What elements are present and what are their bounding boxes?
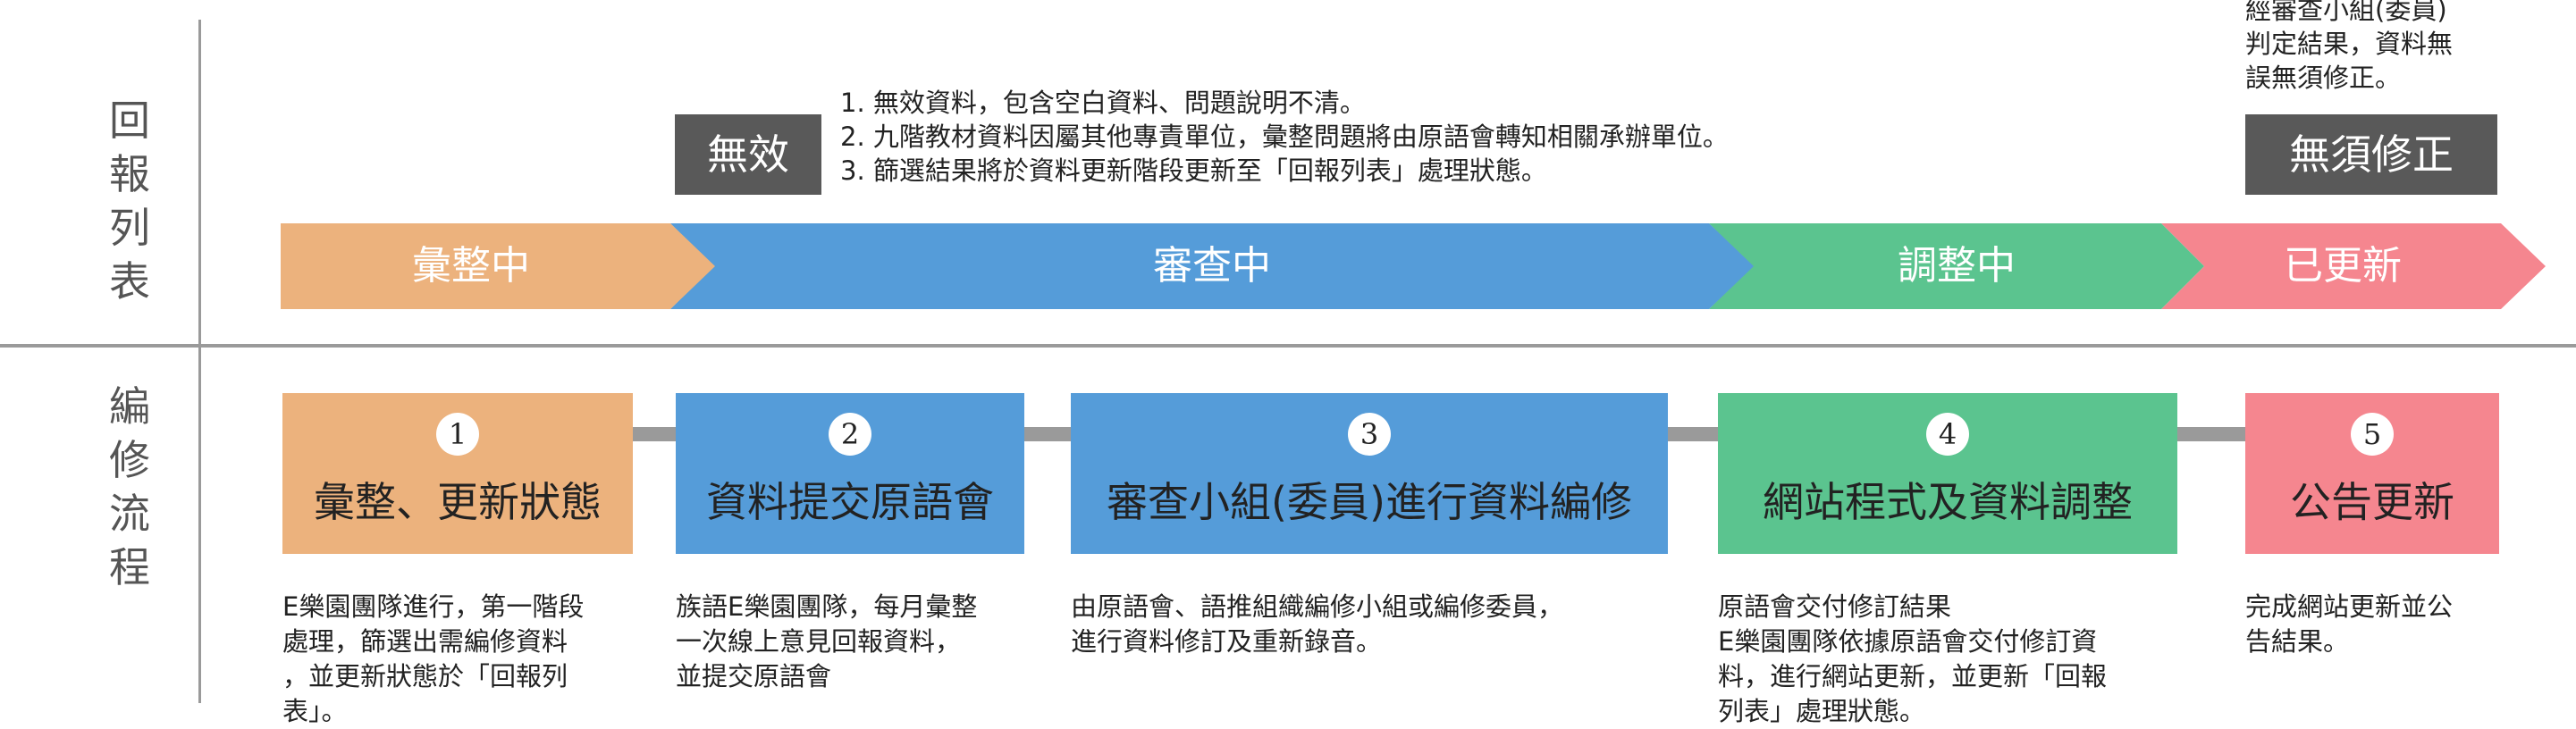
step-title: 網站程式及資料調整 [1763, 478, 2133, 526]
row-label-char: 回 [109, 96, 150, 145]
stage-label-adjusting: 調整中 [1898, 243, 2016, 289]
no-revision-notes: 經審查小組(委員) 判定結果，資料無 誤無須修正。 [2245, 0, 2453, 95]
desc-line: 列表」處理狀態。 [1718, 696, 1926, 726]
stage-arrow-shape [670, 223, 1754, 309]
row-label-char: 流 [109, 490, 150, 538]
invalid-notes: 1. 無效資料，包含空白資料、問題說明不清。 2. 九階教材資料因屬其他專責單位… [840, 86, 1729, 188]
horizontal-divider [0, 344, 2576, 348]
step-number: 5 [2351, 413, 2394, 456]
desc-line: ，並更新狀態於「回報列 [282, 661, 568, 691]
stage-arrow-shape [2161, 223, 2546, 309]
step-connector [1668, 427, 1718, 441]
step-number: 3 [1348, 413, 1391, 456]
step-number: 1 [436, 413, 479, 456]
row-label-char: 表 [109, 257, 150, 306]
stage-label-reviewing: 審查中 [1153, 243, 1271, 289]
desc-line: 族語E樂園團隊，每月彙整 [676, 591, 978, 622]
invalid-note-1: 1. 無效資料，包含空白資料、問題說明不清。 [840, 88, 1366, 118]
row-label-char: 報 [109, 150, 150, 198]
stage-label-updated: 已更新 [2284, 243, 2402, 289]
desc-line: E樂園團隊依據原語會交付修訂資 [1718, 626, 2098, 657]
invalid-note-2: 2. 九階教材資料因屬其他專責單位，彙整問題將由原語會轉知相關承辦單位。 [840, 122, 1729, 152]
no-revision-note-1: 經審查小組(委員) [2245, 0, 2447, 25]
row-label-char: 列 [109, 204, 150, 252]
stage-arrow-adjusting: 調整中 [1709, 223, 2204, 309]
stage-arrow-shape [281, 223, 715, 309]
step-desc-4: 原語會交付修訂結果 E樂園團隊依據原語會交付修訂資 料，進行網站更新，並更新「回… [1718, 590, 2107, 729]
desc-line: 並提交原語會 [676, 661, 832, 691]
row-label-report-list: 回 報 列 表 [94, 94, 165, 308]
desc-line: 完成網站更新並公 [2245, 591, 2454, 622]
stage-arrow-reviewing: 審查中 [670, 223, 1754, 309]
step-desc-1: E樂園團隊進行，第一階段 處理，篩選出需編修資料 ，並更新狀態於「回報列 表」。 [282, 590, 584, 729]
step-connector [633, 427, 676, 441]
desc-line: 告結果。 [2245, 626, 2350, 657]
no-revision-tag: 無須修正 [2245, 114, 2497, 195]
no-revision-note-3: 誤無須修正。 [2245, 63, 2402, 93]
step-box-5: 5 公告更新 [2245, 393, 2499, 554]
desc-line: 原語會交付修訂結果 [1718, 591, 1952, 622]
desc-line: 料，進行網站更新，並更新「回報 [1718, 661, 2108, 691]
step-title: 審查小組(委員)進行資料編修 [1107, 478, 1632, 526]
row-label-char: 程 [109, 543, 150, 591]
step-box-3: 3 審查小組(委員)進行資料編修 [1071, 393, 1668, 554]
stage-arrow-shape [1709, 223, 2204, 309]
stage-arrow-collecting: 彙整中 [281, 223, 715, 309]
step-desc-5: 完成網站更新並公 告結果。 [2245, 590, 2453, 659]
desc-line: 處理，篩選出需編修資料 [282, 626, 568, 657]
stage-label-collecting: 彙整中 [412, 243, 530, 289]
step-number: 4 [1926, 413, 1969, 456]
no-revision-note-2: 判定結果，資料無 [2245, 29, 2454, 59]
desc-line: 進行資料修訂及重新錄音。 [1071, 626, 1383, 657]
invalid-note-3: 3. 篩選結果將於資料更新階段更新至「回報列表」處理狀態。 [840, 155, 1547, 186]
step-desc-3: 由原語會、語推組織編修小組或編修委員， 進行資料修訂及重新錄音。 [1071, 590, 1563, 659]
step-box-2: 2 資料提交原語會 [676, 393, 1024, 554]
row-label-char: 編 [109, 382, 150, 431]
step-title: 公告更新 [2290, 478, 2454, 526]
desc-line: 由原語會、語推組織編修小組或編修委員， [1071, 591, 1564, 622]
row-label-edit-process: 編 修 流 程 [94, 380, 165, 594]
step-box-1: 1 彙整、更新狀態 [282, 393, 633, 554]
step-connector [2177, 427, 2245, 441]
step-title: 資料提交原語會 [706, 478, 994, 526]
desc-line: E樂園團隊進行，第一階段 [282, 591, 585, 622]
desc-line: 一次線上意見回報資料， [676, 626, 962, 657]
step-title: 彙整、更新狀態 [314, 478, 602, 526]
step-box-4: 4 網站程式及資料調整 [1718, 393, 2177, 554]
vertical-divider [198, 20, 201, 703]
step-connector [1024, 427, 1071, 441]
step-number: 2 [829, 413, 871, 456]
row-label-char: 修 [109, 436, 150, 484]
desc-line: 表」。 [282, 696, 348, 726]
step-desc-2: 族語E樂園團隊，每月彙整 一次線上意見回報資料， 並提交原語會 [676, 590, 977, 694]
stage-arrow-updated: 已更新 [2161, 223, 2546, 309]
invalid-tag: 無效 [675, 114, 821, 195]
